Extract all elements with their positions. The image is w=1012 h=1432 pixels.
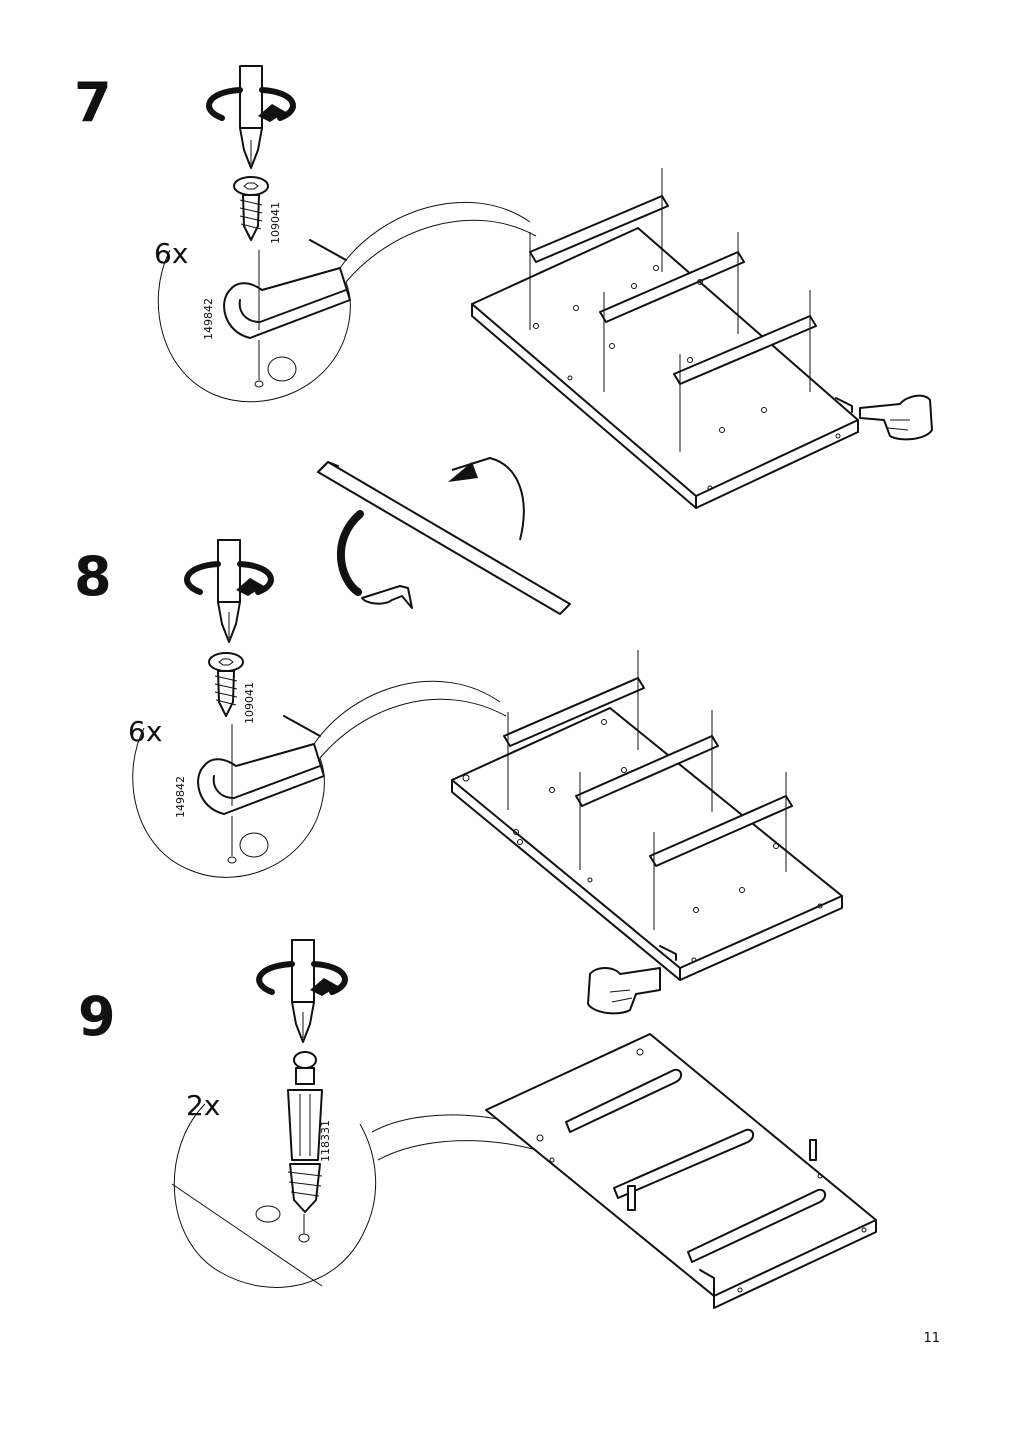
step-9-screwdriver-icon xyxy=(256,939,348,1043)
step-8-detail-circle xyxy=(132,680,507,878)
step-7-number: 7 xyxy=(74,71,112,134)
pointing-hand-icon xyxy=(587,967,661,1015)
step-9-number: 9 xyxy=(78,985,116,1048)
step-7-panel xyxy=(471,168,859,509)
step-7-screwdriver-icon xyxy=(206,65,296,169)
step-8-number: 8 xyxy=(74,545,112,608)
step-7-screw-icon xyxy=(233,176,269,241)
pointing-hand-icon xyxy=(859,394,933,441)
step-8-panel xyxy=(451,650,843,981)
step-8-quantity: 6x xyxy=(128,715,163,748)
step-7-quantity: 6x xyxy=(154,237,189,270)
flip-panel-illustration xyxy=(317,457,571,615)
step-8-screwdriver-icon xyxy=(184,539,274,643)
step-9-cam-dowel-icon xyxy=(287,1051,323,1213)
page-number: 11 xyxy=(923,1331,940,1346)
step-7-detail-circle xyxy=(157,201,537,403)
step-9-panel xyxy=(485,1033,877,1309)
step-8-screw-icon xyxy=(208,652,244,717)
